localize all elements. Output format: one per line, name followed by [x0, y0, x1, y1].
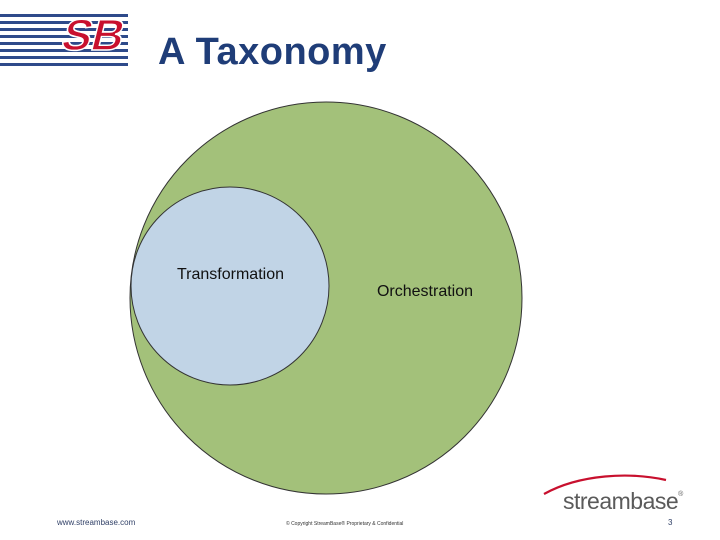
logo-letters: SB: [56, 11, 131, 61]
brand-swoosh-icon: [543, 474, 667, 495]
orchestration-label: Orchestration: [376, 283, 474, 300]
page-number: 3: [668, 518, 673, 527]
brand-wordmark: streambase®: [563, 488, 683, 515]
brand-registered-mark: ®: [678, 491, 683, 498]
footer-copyright: © Copyright StreamBase® Proprietary & Co…: [286, 521, 404, 527]
brand-name: streambase: [563, 488, 679, 514]
slide-title: A Taxonomy: [158, 31, 387, 73]
logo-stripes: [0, 14, 128, 66]
footer-url: www.streambase.com: [57, 518, 136, 527]
transformation-circle: [130, 186, 330, 386]
transformation-label: Transformation: [177, 266, 284, 283]
logo-letters-text: SB: [57, 12, 130, 60]
streambase-logo: SB: [0, 11, 131, 66]
